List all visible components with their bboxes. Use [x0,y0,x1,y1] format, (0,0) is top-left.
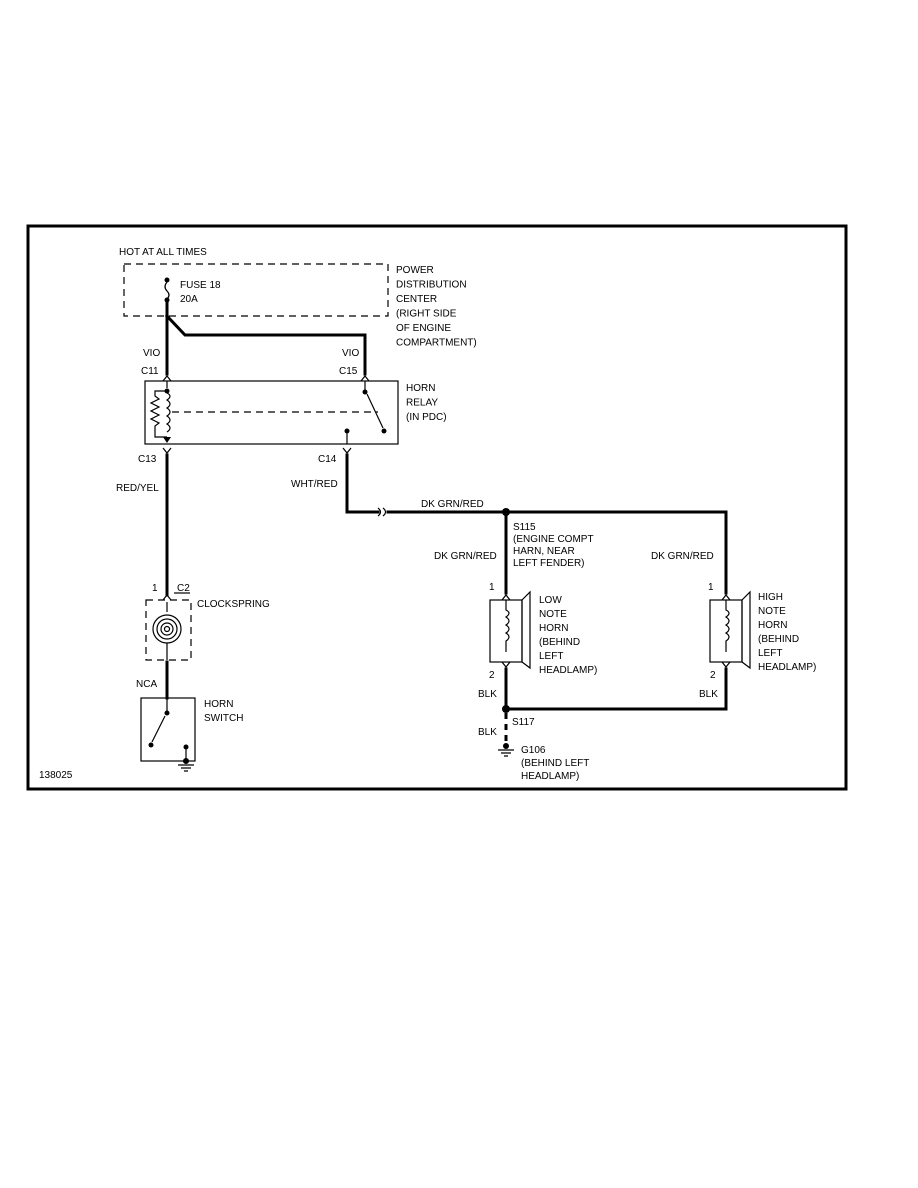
c13-connector [162,447,172,454]
dk-grn-red-top-label: DK GRN/RED [421,499,484,510]
c11-label: C11 [141,366,159,377]
c14-label: C14 [318,454,337,465]
hot-at-all-times-label: HOT AT ALL TIMES [119,247,207,258]
diagram-frame [26,224,848,791]
vio-wire-right [164,313,367,376]
horn-switch-label: HORN SWITCH [204,699,243,724]
fuse-18: FUSE 18 20A [164,277,221,318]
c2-pin-1-label: 1 [152,583,158,594]
red-yel-label: RED/YEL [116,483,159,494]
splice-s115-label: S115 (ENGINE COMPT HARN, NEAR LEFT FENDE… [513,522,596,569]
high-note-horn-label: HIGH NOTE HORN (BEHIND LEFT HEADLAMP) [758,592,816,673]
fuse-label: FUSE 18 [180,280,221,291]
figure-number: 138025 [39,770,73,781]
blk-high-label: BLK [699,689,718,700]
high-horn-pin-1-label: 1 [708,582,714,593]
blk-ground-label: BLK [478,727,497,738]
c15-connector [360,375,370,382]
nca-label: NCA [136,679,157,690]
ground-g106-label: G106 (BEHIND LEFT HEADLAMP) [521,745,592,782]
dk-grn-red-high-label: DK GRN/RED [651,551,714,562]
vio-right-label: VIO [342,348,359,359]
dk-grn-red-low-label: DK GRN/RED [434,551,497,562]
power-distribution-center: HOT AT ALL TIMES POWER DISTRIBUTION CENT… [119,247,477,349]
wht-red-wire [345,453,380,514]
low-note-horn-label: LOW NOTE HORN (BEHIND LEFT HEADLAMP) [539,595,597,676]
low-horn-pin-1-label: 1 [489,582,495,593]
low-note-horn: 1 LOW NOTE HORN (BEHIND LEFT HEADLAMP) 2 [489,582,597,681]
splice-s117-label: S117 [512,717,535,728]
high-note-horn: 1 HIGH NOTE HORN (BEHIND LEFT HEADLAMP) … [708,582,816,681]
ground-g106-icon [498,743,514,757]
ground-icon [178,758,194,772]
clockspring-label: CLOCKSPRING [197,599,270,610]
inline-connector [377,507,387,517]
c14-connector [342,447,352,454]
wht-red-label: WHT/RED [291,479,338,490]
c2-label: C2 [177,583,190,594]
c13-label: C13 [138,454,157,465]
horn-relay: HORN RELAY (IN PDC) [144,380,447,445]
pdc-label: POWER DISTRIBUTION CENTER (RIGHT SIDE OF… [396,265,477,349]
c15-label: C15 [339,366,358,377]
clockspring: 1 C2 CLOCKSPRING [145,583,270,661]
blk-wire-high [504,667,728,711]
low-horn-pin-2-label: 2 [489,670,495,681]
splice-s117-dot [502,705,510,713]
vio-left-label: VIO [143,348,160,359]
horn-switch: HORN SWITCH [140,697,243,762]
dk-grn-red-wire-top [386,510,728,595]
horn-relay-label: HORN RELAY (IN PDC) [406,383,447,423]
high-horn-pin-2-label: 2 [710,670,716,681]
blk-low-label: BLK [478,689,497,700]
fuse-rating-label: 20A [180,294,198,305]
c11-connector [162,375,172,382]
